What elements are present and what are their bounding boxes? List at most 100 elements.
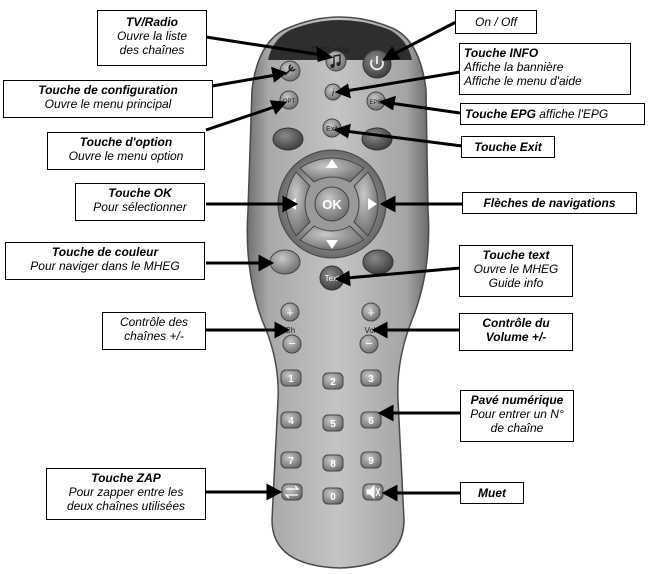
callout-channels: Contrôle des chaînes +/- [102, 312, 206, 350]
mute-button[interactable] [362, 483, 384, 501]
digit-6-button[interactable]: 6 [360, 411, 382, 429]
digit-0-label: 0 [330, 492, 336, 503]
plus-icon: + [367, 305, 375, 320]
minus-icon: − [365, 336, 373, 351]
callout-ok-desc1: Pour sélectionner [93, 200, 187, 214]
digit-8-button[interactable]: 8 [322, 454, 344, 472]
callout-volume: Contrôle du Volume +/- [459, 313, 573, 351]
callout-channels-desc2: chaînes +/- [124, 329, 184, 343]
callout-keypad-desc1: Pour entrer un N° [470, 407, 564, 421]
callout-ok-title: Touche OK [108, 186, 172, 200]
callout-option-title: Touche d'option [79, 135, 173, 149]
remote-body [246, 16, 430, 569]
arrow-on-off [391, 20, 457, 57]
callout-text-desc1: Ouvre le MHEG [473, 262, 559, 276]
arrow-exit [344, 129, 463, 148]
callout-tv-radio-desc2: des chaînes [119, 43, 185, 57]
wrench-icon [284, 64, 296, 76]
callout-exit-title: Touche Exit [474, 140, 542, 154]
callout-text: Touche text Ouvre le MHEG Guide info [459, 245, 573, 297]
arrow-config [211, 73, 277, 88]
swap-arrows-icon [284, 485, 300, 499]
left-oval-button[interactable] [272, 127, 304, 151]
config-button[interactable] [279, 60, 301, 82]
callout-zap-title: Touche ZAP [91, 471, 161, 485]
power-button[interactable] [362, 49, 392, 79]
callout-color-title: Touche de couleur [51, 245, 159, 259]
callout-color-desc1: Pour naviger dans le MHEG [30, 259, 180, 273]
numeric-keypad: 1 2 3 4 5 6 7 8 9 [280, 369, 382, 472]
callout-zap-desc1: Pour zapper entre les [68, 485, 184, 499]
zap-button[interactable] [281, 483, 303, 501]
digit-3-button[interactable]: 3 [360, 369, 382, 387]
power-icon [370, 59, 384, 71]
callout-tv-radio-title: TV/Radio [125, 15, 178, 29]
channel-up-button[interactable]: + [280, 302, 300, 322]
callout-keypad: Pavé numérique Pour entrer un N° de chaî… [460, 390, 574, 442]
tv-radio-button[interactable] [325, 50, 347, 72]
color-button-left[interactable] [269, 249, 301, 275]
callout-epg: Touche EPG affiche l'EPG [460, 103, 645, 125]
callout-volume-title: Contrôle du [482, 316, 550, 330]
channel-down-button[interactable]: − [282, 334, 302, 354]
callout-exit: Touche Exit [461, 136, 555, 158]
callout-channels-desc1: Contrôle des [119, 315, 189, 329]
vol-label: Vol [364, 326, 375, 335]
digit-6-label: 6 [368, 416, 374, 427]
digit-9-button[interactable]: 9 [360, 451, 382, 469]
right-arrow-button[interactable] [353, 171, 379, 237]
callout-on-off-title: On / Off [474, 15, 517, 29]
callout-epg-title: Touche EPG [465, 107, 536, 121]
callout-mute: Muet [460, 482, 524, 504]
volume-down-button[interactable]: − [359, 334, 379, 354]
digit-1-button[interactable]: 1 [280, 369, 302, 387]
digit-0-button[interactable]: 0 [322, 487, 344, 505]
callout-info-desc1: Affiche la bannière [464, 60, 564, 74]
digit-4-button[interactable]: 4 [280, 411, 302, 429]
digit-2-button[interactable]: 2 [322, 372, 344, 390]
callout-option: Touche d'option Ouvre le menu option [47, 132, 205, 170]
minus-icon: − [288, 336, 296, 351]
digit-2-label: 2 [330, 377, 336, 388]
callout-config-title: Touche de configuration [38, 83, 178, 97]
callout-ok: Touche OK Pour sélectionner [75, 183, 205, 221]
up-arrow-button[interactable] [299, 157, 365, 183]
digit-4-label: 4 [288, 416, 294, 427]
mute-icon [366, 484, 381, 500]
callout-arrows [205, 20, 463, 502]
right-oval-button[interactable] [361, 127, 393, 151]
arrow-option [205, 104, 278, 132]
digit-8-label: 8 [330, 459, 336, 470]
epg-label: EPG [370, 100, 383, 106]
digit-9-label: 9 [368, 456, 374, 467]
volume-up-button[interactable]: + [361, 302, 381, 322]
callout-on-off: On / Off [455, 10, 537, 34]
digit-3-label: 3 [368, 374, 374, 385]
digit-5-label: 5 [330, 419, 336, 430]
callout-text-desc2: Guide info [488, 276, 544, 290]
plus-icon: + [286, 305, 294, 320]
callout-epg-desc1: affiche l'EPG [535, 107, 609, 121]
callout-color: Touche de couleur Pour naviger dans le M… [5, 242, 205, 280]
opt-label: OPT [283, 99, 296, 105]
callout-keypad-desc2: de chaîne [490, 421, 544, 435]
down-arrow-icon [326, 240, 338, 249]
arrow-text [346, 266, 461, 280]
callout-nav: Flèches de navigations [462, 192, 637, 214]
callout-info-desc2: Affiche le menu d'aide [464, 74, 582, 88]
color-button-right[interactable] [362, 249, 394, 275]
digit-7-button[interactable]: 7 [280, 451, 302, 469]
arrow-epg [389, 101, 461, 115]
ch-label: Ch [285, 326, 295, 335]
music-note-icon [333, 54, 341, 66]
down-arrow-button[interactable] [299, 225, 365, 251]
digit-5-button[interactable]: 5 [322, 414, 344, 432]
callout-info: Touche INFO Affiche la bannière Affiche … [459, 43, 631, 95]
ok-button[interactable]: OK [314, 186, 350, 222]
callout-tv-radio: TV/Radio Ouvre la liste des chaînes [97, 10, 207, 66]
arrow-info [345, 70, 461, 93]
callout-nav-title: Flèches de navigations [483, 196, 616, 210]
tv-radio-label-on-remote: TV/Radio [310, 45, 350, 55]
ok-label: OK [322, 197, 342, 212]
